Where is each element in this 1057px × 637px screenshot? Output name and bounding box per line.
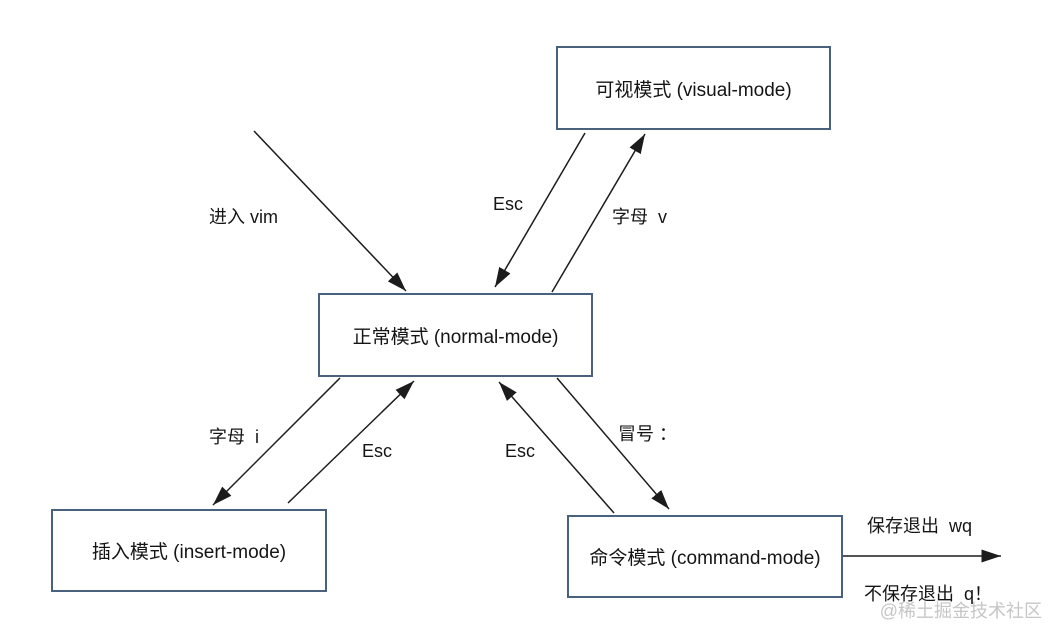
edge-label-letter-v: 字母 v — [612, 207, 668, 227]
edge-colon-line — [556, 377, 670, 510]
edge-letter-i-line — [212, 377, 341, 506]
edge-label-esc-command-to-normal: Esc — [505, 441, 536, 461]
edge-label-quit-without-save: 不保存退出 q！ — [864, 584, 993, 604]
watermark: @稀土掘金技术社区 — [879, 601, 1042, 621]
edge-label-letter-i: 字母 i — [209, 427, 260, 447]
edge-label-esc-visual-to-normal: Esc — [493, 194, 524, 214]
node-insert-mode: 插入模式 (insert-mode) — [51, 509, 327, 592]
node-normal-mode: 正常模式 (normal-mode) — [318, 293, 593, 377]
edge-letter-v-line — [551, 133, 646, 293]
node-visual-mode-label: 可视模式 (visual-mode) — [595, 79, 792, 101]
edge-label-esc-insert-to-normal: Esc — [362, 441, 393, 461]
edge-esc-visual-to-normal-line — [494, 132, 586, 288]
node-command-mode-label: 命令模式 (command-mode) — [589, 548, 821, 569]
edge-esc-insert-to-normal-line — [287, 380, 415, 504]
edge-label-enter-vim: 进入 vim — [209, 207, 278, 227]
node-visual-mode: 可视模式 (visual-mode) — [556, 46, 831, 130]
node-normal-mode-label: 正常模式 (normal-mode) — [352, 326, 559, 348]
edge-enter-vim-line — [253, 130, 407, 292]
edge-label-colon: 冒号 ： — [618, 424, 678, 444]
edge-label-save-quit-wq: 保存退出 wq — [867, 516, 973, 536]
node-command-mode: 命令模式 (command-mode) — [567, 515, 843, 598]
node-insert-mode-label: 插入模式 (insert-mode) — [91, 542, 287, 563]
edge-esc-command-to-normal-line — [498, 381, 615, 514]
